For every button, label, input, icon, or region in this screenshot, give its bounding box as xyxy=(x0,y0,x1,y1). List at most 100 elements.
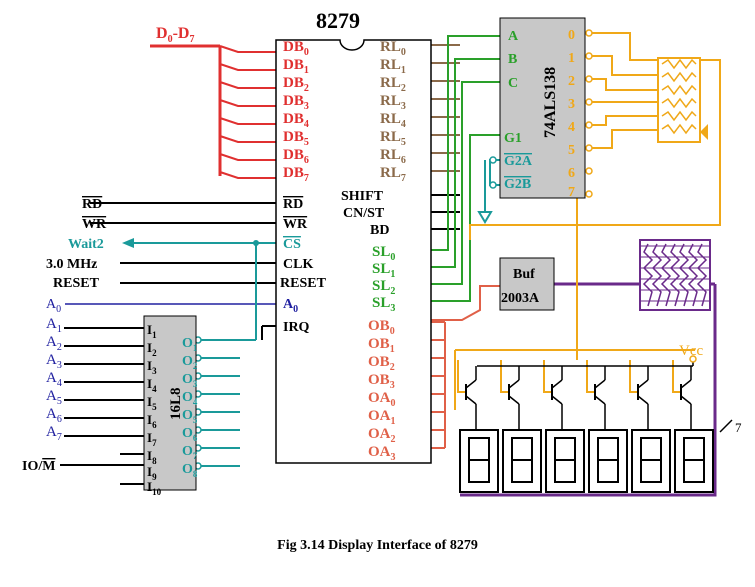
svg-text:A3: A3 xyxy=(46,352,62,371)
resistor-zigzag xyxy=(651,243,663,307)
transistor-base xyxy=(586,360,595,393)
data-bus-branch xyxy=(219,117,276,125)
data-bus-branch xyxy=(219,45,276,53)
figure-caption: Fig 3.14 Display Interface of 8279 xyxy=(277,538,478,553)
ground-symbol xyxy=(477,211,493,224)
pin-rl6: RL6 xyxy=(380,147,406,166)
transistor-base xyxy=(457,360,466,393)
svg-text:I9: I9 xyxy=(147,464,157,482)
transistor-collector xyxy=(508,379,520,389)
svg-text:A4: A4 xyxy=(46,370,62,389)
pin-rl1: RL1 xyxy=(380,57,406,76)
decoder-output-bubble xyxy=(585,52,593,60)
pin-db2: DB2 xyxy=(283,75,309,94)
svg-text:A2: A2 xyxy=(46,334,62,353)
decoder-out-wire xyxy=(592,129,660,149)
transistor-emitter xyxy=(637,395,649,405)
svg-text:O7: O7 xyxy=(182,444,198,461)
bus-slash xyxy=(719,419,733,433)
pin-cnst: CN/ST xyxy=(343,206,385,221)
decoder-output-bubble xyxy=(585,144,593,152)
decoder-in-a: A xyxy=(508,29,519,44)
svg-text:A6: A6 xyxy=(46,406,62,425)
decoder-output-bubble xyxy=(585,98,593,106)
decoder-out-wire xyxy=(592,32,660,61)
ext-wr: WR xyxy=(82,217,107,232)
svg-text:O1: O1 xyxy=(182,336,198,353)
resistor-zigzag xyxy=(661,71,697,83)
pal-16l8-body xyxy=(143,315,197,491)
buffer-line2: 2003A xyxy=(501,291,540,306)
pin-db6: DB6 xyxy=(283,147,309,166)
svg-text:I7: I7 xyxy=(147,430,157,448)
svg-text:O4: O4 xyxy=(182,390,198,407)
digit-segment-lower xyxy=(597,459,619,483)
decoder-out-6: 6 xyxy=(568,166,575,181)
vcc-label: Vcc xyxy=(679,343,703,359)
transistor-emitter xyxy=(465,395,477,405)
svg-text:I1: I1 xyxy=(147,322,157,340)
data-bus-branch xyxy=(219,171,276,179)
pin-sl2: SL2 xyxy=(372,278,395,297)
ext-reset: RESET xyxy=(53,276,100,291)
seven-segment-digit xyxy=(459,429,499,493)
decoder-out-4: 4 xyxy=(568,120,575,135)
pin-db7: DB7 xyxy=(283,165,309,184)
data-bus-branch xyxy=(219,81,276,89)
buffer-2003a-body xyxy=(499,257,555,311)
resistor-zigzag xyxy=(642,243,654,307)
pin-shift: SHIFT xyxy=(341,189,384,204)
transistor-collector xyxy=(594,379,606,389)
svg-text:O8: O8 xyxy=(182,462,198,479)
g2-enable-wire xyxy=(489,159,500,186)
ext-wait2: Wait2 xyxy=(68,237,104,252)
resistor-zigzag xyxy=(660,243,672,307)
decoder-out-0: 0 xyxy=(568,28,575,43)
pin-a0: A0 xyxy=(283,297,298,315)
ob-to-buffer xyxy=(431,285,500,321)
pin-ob2: OB2 xyxy=(368,354,395,373)
seven-segment-digit xyxy=(588,429,628,493)
transistor-base xyxy=(543,360,552,393)
decoder-output-bubble xyxy=(585,75,593,83)
seven-segment-digit xyxy=(545,429,585,493)
sl-to-decoder xyxy=(431,81,500,285)
pin-rd: RD xyxy=(283,197,303,212)
pin-ob1: OB1 xyxy=(368,336,395,355)
pin-rl3: RL3 xyxy=(380,93,406,112)
decoder-out-wire xyxy=(592,55,660,76)
resistor-zigzag xyxy=(661,110,697,122)
transistor-emitter xyxy=(594,395,606,405)
svg-text:I6: I6 xyxy=(147,412,157,430)
pin-db0: DB0 xyxy=(283,39,309,58)
bus-label: D0-D7 xyxy=(156,25,194,45)
transistor-emitter xyxy=(551,395,563,405)
svg-text:O2: O2 xyxy=(182,354,198,371)
pin-wr: WR xyxy=(283,217,308,232)
pin-sl0: SL0 xyxy=(372,244,395,263)
svg-text:I10: I10 xyxy=(147,479,162,497)
svg-text:A5: A5 xyxy=(46,388,62,407)
svg-text:I8: I8 xyxy=(147,448,157,466)
pin-db4: DB4 xyxy=(283,111,309,130)
svg-text:O5: O5 xyxy=(182,408,198,425)
pin-oa2: OA2 xyxy=(368,426,396,445)
sl-to-decoder xyxy=(431,58,500,268)
data-bus-branch xyxy=(219,135,276,143)
transistor-collector xyxy=(551,379,563,389)
resistor-zigzag xyxy=(661,84,697,96)
buffer-line1: Buf xyxy=(513,267,535,282)
decoder-out-3: 3 xyxy=(568,97,575,112)
svg-text:I5: I5 xyxy=(147,394,157,412)
pin-sl1: SL1 xyxy=(372,261,395,280)
segment-bus xyxy=(460,284,717,497)
data-bus-branch xyxy=(219,99,276,107)
resistor-zigzag xyxy=(678,243,690,307)
decoder-out-5: 5 xyxy=(568,143,575,158)
svg-text:O3: O3 xyxy=(182,372,198,389)
decoder-name: 74ALS138 xyxy=(542,67,559,138)
pin-cs: CS xyxy=(283,237,301,252)
decoder-output-bubble xyxy=(585,121,593,129)
pin-rl5: RL5 xyxy=(380,129,406,148)
